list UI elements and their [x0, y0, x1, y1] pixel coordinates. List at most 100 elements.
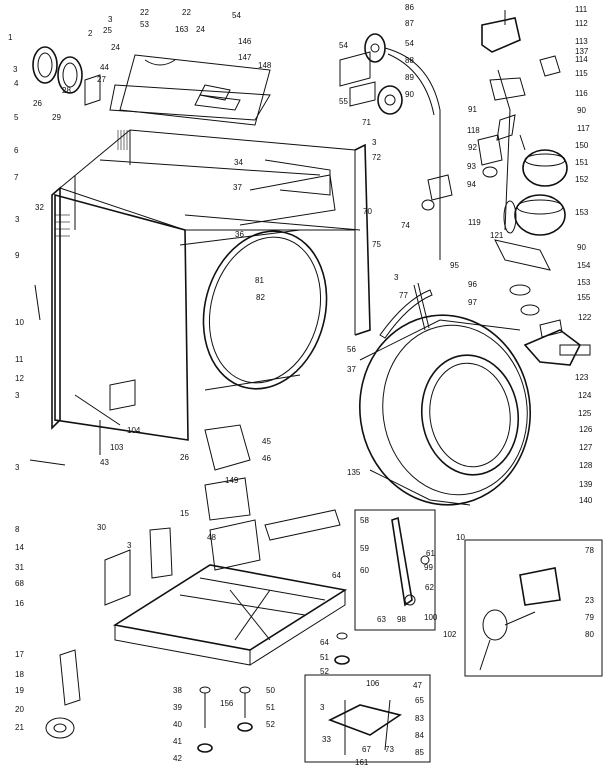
callout-label: 79 — [585, 613, 594, 622]
callout-label: 53 — [140, 20, 149, 29]
callout-label: 140 — [579, 496, 593, 505]
callout-label: 92 — [468, 143, 477, 152]
callout-label: 152 — [575, 175, 589, 184]
callout-label: 96 — [468, 280, 477, 289]
callout-label: 135 — [347, 468, 361, 477]
callout-label: 18 — [15, 670, 24, 679]
callout-label: 78 — [585, 546, 594, 555]
callout-label: 10 — [15, 318, 24, 327]
callout-label: 137 — [575, 47, 589, 56]
callout-label: 122 — [578, 313, 592, 322]
misc-parts — [29, 284, 341, 739]
inset-motor-switch-box — [464, 539, 603, 677]
callout-label: 9 — [15, 251, 20, 260]
callout-label: 8 — [15, 525, 20, 534]
callout-label: 55 — [339, 97, 348, 106]
callout-label: 3 — [15, 463, 20, 472]
motor-parts — [481, 10, 591, 366]
callout-label: 71 — [362, 118, 371, 127]
callout-label: 42 — [173, 754, 182, 763]
callout-label: 77 — [399, 291, 408, 300]
callout-label: 26 — [33, 99, 42, 108]
callout-label: 25 — [103, 26, 112, 35]
callout-label: 111 — [575, 5, 588, 14]
callout-label: 54 — [339, 41, 348, 50]
inset-idler-box — [354, 509, 436, 631]
callout-label: 23 — [585, 596, 594, 605]
callout-label: 84 — [415, 731, 424, 740]
callout-label: 30 — [97, 523, 106, 532]
callout-label: 90 — [577, 106, 586, 115]
callout-label: 74 — [401, 221, 410, 230]
callout-label: 60 — [360, 566, 369, 575]
callout-label: 3 — [127, 541, 132, 550]
callout-label: 73 — [385, 745, 394, 754]
callout-label: 54 — [232, 11, 241, 20]
callout-label: 102 — [443, 630, 457, 639]
top-panel — [109, 54, 271, 126]
callout-label: 62 — [425, 583, 434, 592]
callout-label: 155 — [577, 293, 591, 302]
callout-label: 41 — [173, 737, 182, 746]
callout-label: 14 — [15, 543, 24, 552]
callout-label: 148 — [258, 61, 272, 70]
callout-label: 12 — [15, 374, 24, 383]
callout-label: 91 — [468, 105, 477, 114]
callout-label: 90 — [405, 90, 414, 99]
callout-label: 97 — [468, 298, 477, 307]
callout-label: 89 — [405, 73, 414, 82]
callout-label: 85 — [415, 748, 424, 757]
callout-label: 3 — [372, 138, 377, 147]
callout-label: 7 — [14, 173, 19, 182]
callout-label: 123 — [575, 373, 589, 382]
callout-label: 72 — [372, 153, 381, 162]
callout-label: 87 — [405, 19, 414, 28]
callout-label: 43 — [100, 458, 109, 467]
callout-label: 37 — [233, 183, 242, 192]
front-bulkhead — [358, 314, 532, 506]
callout-label: 163 — [175, 25, 189, 34]
callout-label: 10 — [456, 533, 465, 542]
callout-label: 64 — [332, 571, 341, 580]
callout-label: 59 — [360, 544, 369, 553]
callout-label: 54 — [405, 39, 414, 48]
callout-label: 5 — [14, 113, 19, 122]
callout-label: 146 — [238, 37, 252, 46]
callout-label: 115 — [575, 69, 588, 78]
leveling-legs — [197, 632, 350, 753]
callout-label: 3 — [108, 15, 113, 24]
callout-label: 3 — [15, 215, 20, 224]
callout-label: 17 — [15, 650, 24, 659]
belt — [379, 282, 433, 339]
callout-label: 28 — [62, 86, 71, 95]
callout-label: 99 — [424, 563, 433, 572]
callout-label: 106 — [366, 679, 380, 688]
callout-label: 3 — [15, 391, 20, 400]
callout-label: 39 — [173, 703, 182, 712]
door-seals — [32, 46, 101, 106]
callout-label: 11 — [15, 355, 24, 364]
callout-label: 34 — [234, 158, 243, 167]
base — [112, 424, 348, 666]
callout-label: 68 — [15, 579, 24, 588]
callout-label: 153 — [577, 278, 591, 287]
callout-label: 147 — [238, 53, 252, 62]
callout-label: 3 — [320, 703, 325, 712]
callout-label: 149 — [225, 476, 239, 485]
callout-label: 48 — [207, 533, 216, 542]
callout-label: 81 — [255, 276, 264, 285]
callout-label: 100 — [424, 613, 438, 622]
callout-label: 151 — [575, 158, 589, 167]
callout-label: 27 — [97, 75, 106, 84]
callout-label: 104 — [127, 426, 141, 435]
callout-label: 24 — [196, 25, 205, 34]
callout-label: 156 — [220, 699, 234, 708]
callout-label: 63 — [377, 615, 386, 624]
callout-label: 19 — [15, 686, 24, 695]
callout-label: 118 — [467, 126, 480, 135]
callout-label: 95 — [450, 261, 459, 270]
callout-label: 29 — [52, 113, 61, 122]
callout-label: 88 — [405, 56, 414, 65]
cabinet — [51, 129, 356, 441]
callout-label: 3 — [394, 273, 399, 282]
